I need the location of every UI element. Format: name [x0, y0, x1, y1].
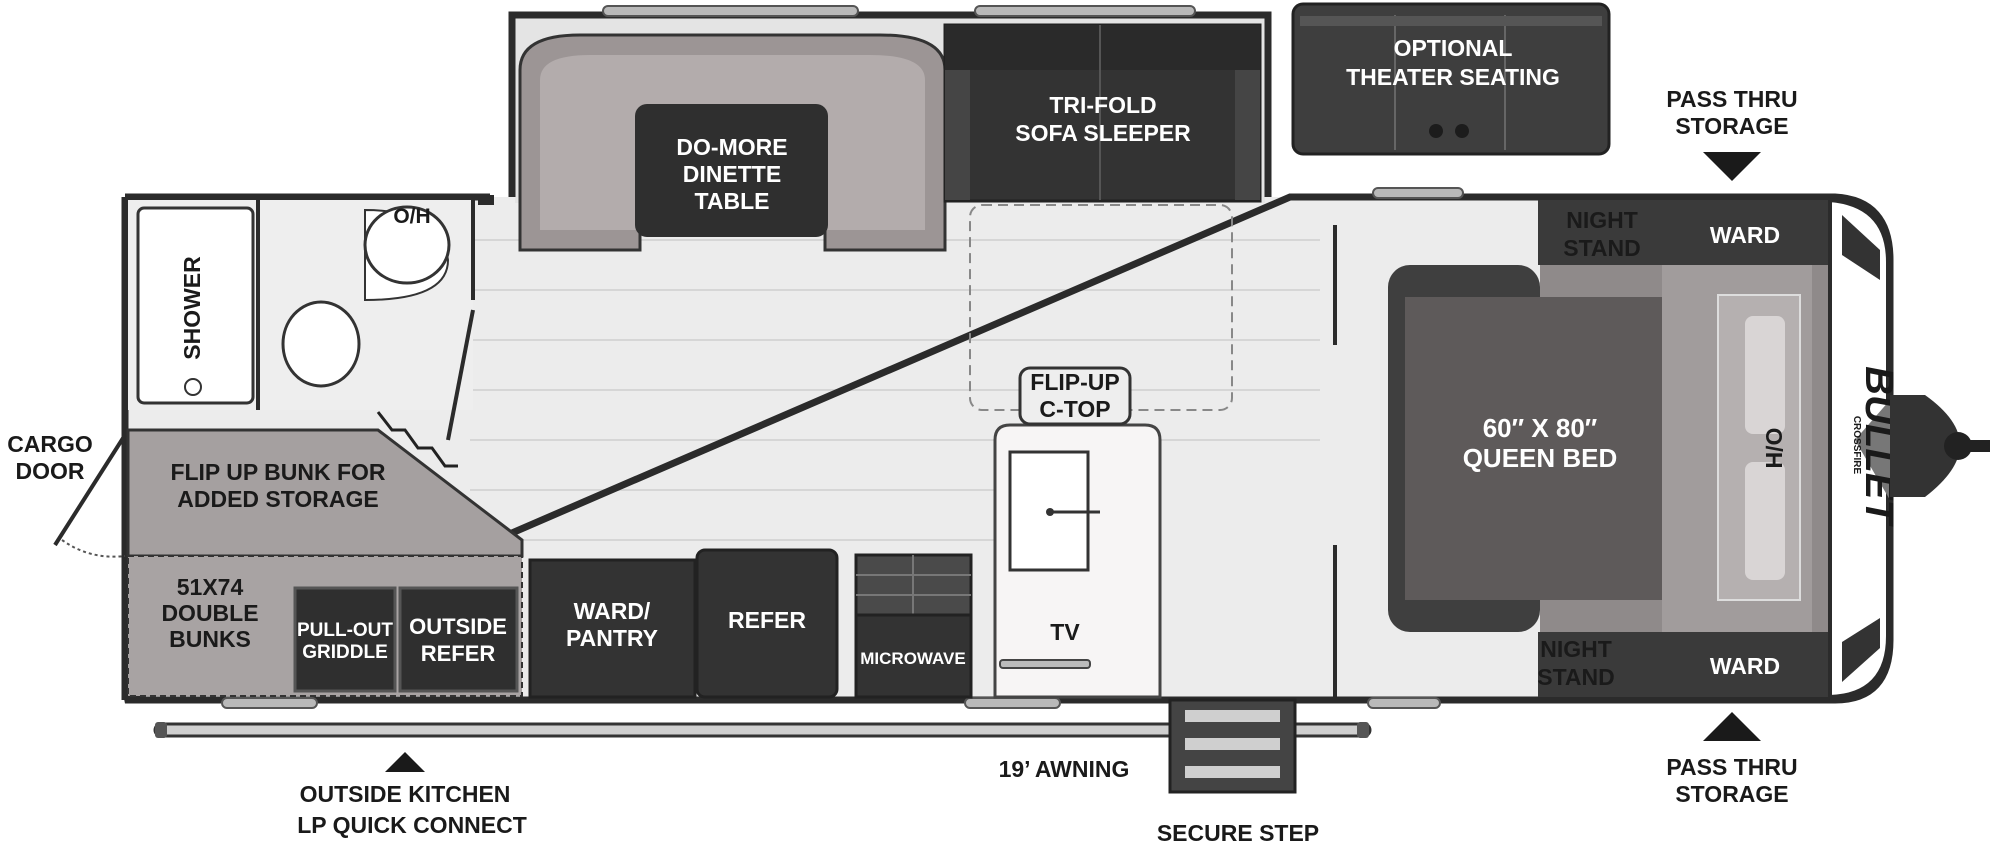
kitchen: WARD/ PANTRY REFER MICROWAVE TV FLIP-UP … — [528, 366, 1162, 699]
griddle-line2: GRIDDLE — [302, 642, 388, 663]
shower-label: SHOWER — [179, 256, 205, 360]
slideout-wall — [508, 11, 1272, 197]
ward-top-label: WARD — [1710, 222, 1780, 248]
bed-label-line2: QUEEN BED — [1463, 443, 1618, 473]
bunk-area: FLIP UP BUNK FOR ADDED STORAGE 51X74 DOU… — [126, 411, 524, 697]
bath-oh-label: O/H — [393, 205, 430, 228]
microwave-label: MICROWAVE — [860, 649, 965, 668]
slideout-trim-left — [602, 5, 859, 17]
sofa-label-line1: TRI-FOLD — [1049, 92, 1156, 118]
bedroom: 60″ X 80″ QUEEN BED O/H NIGHT STAND WARD… — [1388, 200, 1830, 697]
bed-label-line1: 60″ X 80″ — [1483, 413, 1598, 443]
outside-kitchen-marker: OUTSIDE KITCHEN LP QUICK CONNECT — [297, 752, 527, 838]
bed-oh-label: O/H — [1761, 428, 1787, 469]
pass-thru-bottom: PASS THRU STORAGE — [1666, 712, 1798, 807]
bunk-flip-line2: ADDED STORAGE — [177, 486, 379, 512]
dinette-label-line2: DINETTE — [683, 161, 781, 187]
secure-step-label: SECURE STEP — [1157, 820, 1319, 846]
exterior-wall — [123, 193, 1894, 704]
pass-thru-top-line2: STORAGE — [1675, 113, 1788, 139]
bunk-flip-line1: FLIP UP BUNK FOR — [170, 459, 385, 485]
secure-step: SECURE STEP — [1157, 698, 1319, 846]
refer-label: REFER — [728, 607, 806, 633]
ward-pantry-line2: PANTRY — [566, 625, 658, 651]
ward-pantry-line1: WARD/ — [574, 598, 651, 624]
slideout-trim-right — [974, 5, 1196, 17]
logo-sub: CROSSFIRE — [1851, 416, 1862, 475]
theater-label-line2: THEATER SEATING — [1346, 64, 1560, 90]
flipup-line1: FLIP-UP — [1030, 369, 1119, 395]
window-trims — [221, 187, 1464, 709]
night-stand-top-line2: STAND — [1563, 235, 1641, 261]
awning: 19’ AWNING — [153, 722, 1372, 782]
front-cap: BULLET CROSSFIRE — [1828, 197, 1901, 700]
pass-thru-top: PASS THRU STORAGE — [1666, 86, 1798, 181]
pass-thru-bottom-line1: PASS THRU — [1666, 754, 1797, 780]
outside-refer-line2: REFER — [421, 641, 496, 666]
dinette-label-line3: TABLE — [695, 188, 770, 214]
cargo-door-line2: DOOR — [16, 458, 85, 484]
cargo-door-line1: CARGO — [7, 431, 93, 457]
optional-theater-seating: OPTIONAL THEATER SEATING — [1291, 2, 1611, 156]
bunks-line1: 51X74 — [177, 574, 244, 600]
bathroom: SHOWER O/H — [128, 195, 494, 441]
trifold-sofa: TRI-FOLD SOFA SLEEPER — [943, 23, 1262, 203]
flipup-line2: C-TOP — [1039, 396, 1110, 422]
night-stand-top-line1: NIGHT — [1566, 207, 1638, 233]
outside-kitchen-line2: LP QUICK CONNECT — [297, 812, 527, 838]
awning-label: 19’ AWNING — [999, 756, 1130, 782]
dinette-label-line1: DO-MORE — [676, 134, 787, 160]
sofa-label-line2: SOFA SLEEPER — [1015, 120, 1191, 146]
tv-label: TV — [1050, 619, 1080, 645]
bunks-line2: DOUBLE — [161, 600, 258, 626]
ward-bottom-label: WARD — [1710, 653, 1780, 679]
theater-label-line1: OPTIONAL — [1394, 35, 1513, 61]
pass-thru-top-line1: PASS THRU — [1666, 86, 1797, 112]
bunks-line3: BUNKS — [169, 626, 251, 652]
pass-thru-bottom-line2: STORAGE — [1675, 781, 1788, 807]
outside-kitchen-line1: OUTSIDE KITCHEN — [300, 781, 511, 807]
griddle-line1: PULL-OUT — [297, 620, 393, 641]
night-stand-bottom-line1: NIGHT — [1540, 636, 1612, 662]
cargo-door: CARGO DOOR — [7, 431, 127, 558]
hitch — [1890, 395, 1990, 497]
dinette: DO-MORE DINETTE TABLE — [518, 33, 947, 252]
outside-refer-line1: OUTSIDE — [409, 614, 507, 639]
sofa-extended-outline — [969, 204, 1233, 411]
night-stand-bottom-line2: STAND — [1537, 664, 1615, 690]
